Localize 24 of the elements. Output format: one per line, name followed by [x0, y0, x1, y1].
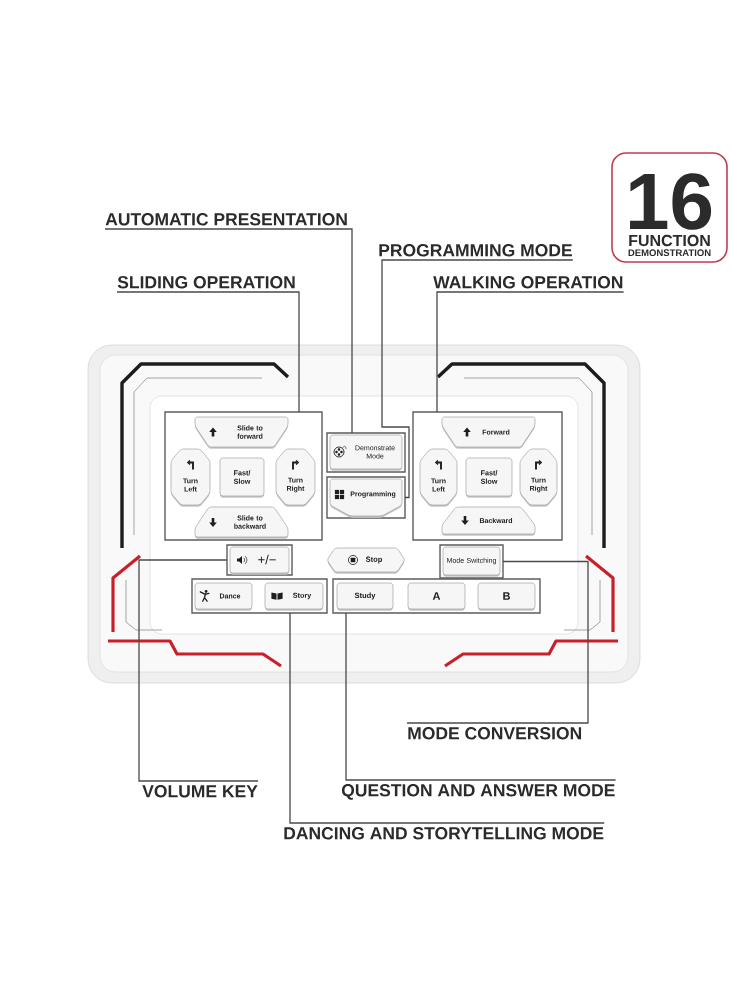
highlight-frame	[332, 578, 541, 614]
leader-line	[116, 291, 300, 413]
highlight-frame	[164, 411, 323, 541]
leader-line	[104, 228, 353, 434]
button: +/−	[229, 546, 290, 575]
callout-label: MODE CONVERSION	[408, 727, 582, 740]
callout-label: PROGRAMMING MODE	[379, 244, 572, 257]
highlight-frame	[412, 411, 563, 541]
button: B	[477, 582, 536, 611]
leader-line	[138, 559, 259, 782]
badge: 16 FUNCTION DEMONSTRATION	[611, 152, 728, 263]
leader-line	[381, 259, 574, 499]
callout-label: DANCING AND STORYTELLING MODE	[284, 827, 604, 840]
callout-label: WALKING OPERATION	[433, 276, 623, 289]
leader-line	[289, 612, 605, 824]
leader-line	[436, 291, 625, 413]
button: A	[407, 582, 466, 611]
callout-label: SLIDING OPERATION	[117, 276, 295, 289]
callout-label: AUTOMATIC PRESENTATION	[105, 213, 347, 226]
highlight-frame	[191, 578, 328, 614]
callout-label: QUESTION AND ANSWER MODE	[341, 784, 615, 800]
callout-label: VOLUME KEY	[142, 785, 258, 798]
leader-line	[406, 560, 589, 724]
leader-line	[345, 612, 617, 781]
